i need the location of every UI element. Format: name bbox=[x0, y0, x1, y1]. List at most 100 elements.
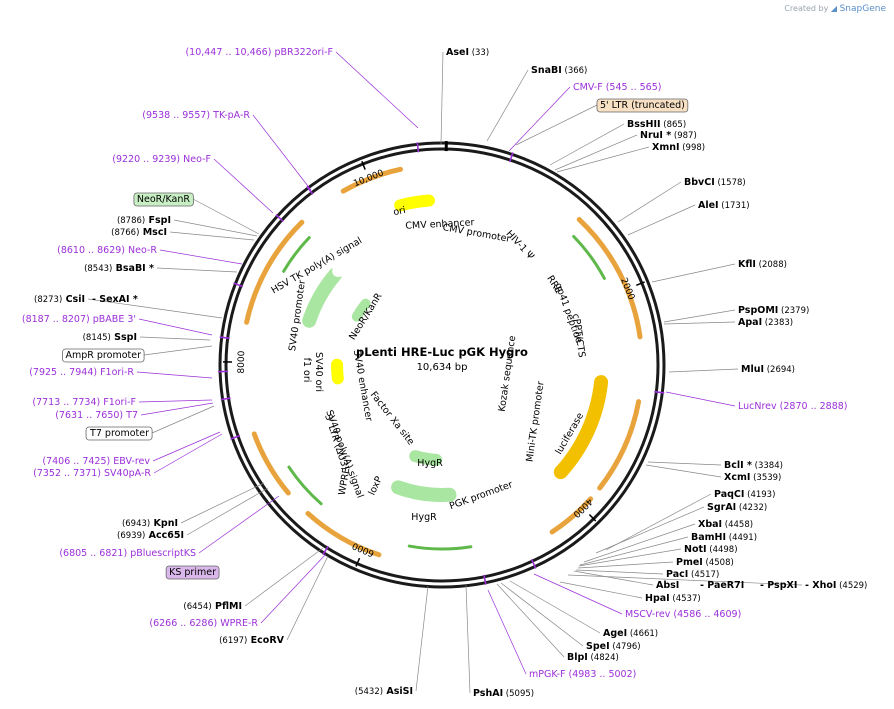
arc-ori bbox=[394, 194, 435, 212]
pbluescriptks-name: pBluescriptKS bbox=[127, 548, 196, 559]
noti-coord: (4498) bbox=[707, 545, 738, 555]
arc-ltr-region bbox=[251, 431, 291, 496]
enzyme-msci: (8766) MscI bbox=[111, 227, 167, 238]
paer7i-name: - PaeR7I bbox=[700, 580, 744, 591]
enzyme-noti: NotI (4498) bbox=[684, 544, 738, 555]
feature-label-5-ltr-truncated: 5' LTR (truncated) bbox=[600, 100, 685, 111]
xbai-leader bbox=[583, 523, 696, 563]
absi-leader bbox=[573, 570, 654, 586]
asisi-name: AsiSI bbox=[383, 686, 413, 697]
ring-tick-0 bbox=[361, 160, 366, 170]
5-ltr-truncated-leader bbox=[515, 104, 598, 146]
xcmi-leader bbox=[645, 464, 722, 478]
hpai-coord: (4537) bbox=[670, 594, 701, 604]
neor-kanr-name: NeoR/KanR bbox=[137, 194, 190, 205]
backbone-outer bbox=[218, 141, 666, 589]
bsshii-coord: (865) bbox=[661, 120, 687, 130]
noti-leader bbox=[578, 548, 682, 567]
enzyme-asei: AseI (33) bbox=[446, 47, 489, 58]
feature-label-neor-kanr: NeoR/KanR bbox=[137, 194, 190, 205]
lucnrev-leader bbox=[665, 391, 736, 407]
primer-pbabe-3: (8187 .. 8207) pBABE 3' bbox=[22, 314, 136, 325]
sexai-name: - SexAI * bbox=[92, 294, 138, 305]
feature-label-box-ampr-promoter bbox=[62, 348, 145, 363]
pbr322ori-f-name: pBR322ori-F bbox=[271, 47, 333, 58]
arc-green-2 bbox=[407, 544, 473, 551]
pshai-coord: (5095) bbox=[503, 689, 534, 699]
hpai-leader bbox=[559, 581, 643, 599]
kpni-coord: (6943) bbox=[122, 519, 150, 529]
ebv-rev-coord: (7406 .. 7425) bbox=[42, 456, 110, 467]
enzyme-blpi: BlpI (4824) bbox=[567, 652, 619, 663]
sv40pa-r-coord: (7352 .. 7371) bbox=[33, 468, 101, 479]
sgrai-coord: (4232) bbox=[736, 503, 767, 513]
enzyme-asisi: (5432) AsiSI bbox=[355, 686, 413, 697]
kfli-name: KflI bbox=[738, 259, 756, 270]
enzyme-nrui: NruI * (987) bbox=[640, 130, 697, 141]
enzyme-xhoi: - XhoI (4529) bbox=[805, 580, 867, 591]
plasmid-name: pLenti HRE-Luc pGK Hygro bbox=[356, 345, 528, 359]
arc-sv40-promoter bbox=[302, 267, 342, 328]
primer-mscv-rev: MSCV-rev (4586 .. 4609) bbox=[625, 609, 741, 620]
xbai-name: XbaI bbox=[698, 519, 722, 530]
agei-coord: (4661) bbox=[627, 629, 658, 639]
mlui-name: MluI bbox=[741, 364, 764, 375]
feature-label-box-t7-promoter bbox=[85, 426, 153, 441]
f1ori-r-name: F1ori-R bbox=[97, 367, 134, 378]
noti-name: NotI bbox=[684, 544, 707, 555]
enzyme-ecorv: (6197) EcoRV bbox=[219, 635, 285, 646]
neo-r-name: Neo-R bbox=[125, 245, 157, 256]
enzyme-mlui: MluI (2694) bbox=[741, 364, 795, 375]
enzyme-sspi: (8145) SspI bbox=[83, 332, 137, 343]
cmv-f-coord: (545 .. 565) bbox=[603, 82, 662, 93]
arc-hsv-tk bbox=[332, 237, 379, 278]
apai-leader bbox=[663, 321, 736, 325]
credit-prefix: Created by bbox=[784, 4, 829, 13]
bsabi-name: BsaBI * bbox=[112, 263, 154, 274]
pmei-name: PmeI bbox=[676, 557, 703, 568]
arc-insert-region bbox=[549, 496, 594, 535]
pspomi-leader bbox=[663, 309, 736, 323]
pshai-name: PshAI bbox=[473, 688, 503, 699]
inner-feature-sv40-enhancer-18: SV40 enhancer bbox=[351, 349, 374, 422]
enzyme-bcli: BclI * (3384) bbox=[724, 460, 783, 471]
absi-name: AbsI bbox=[656, 580, 679, 591]
primer-neo-r: (8610 .. 8629) Neo-R bbox=[57, 245, 157, 256]
feature-label-ampr-promoter: AmpR promoter bbox=[66, 350, 142, 361]
enzyme-snabi: SnaBI (366) bbox=[531, 65, 587, 76]
feature-label-ks-primer: KS primer bbox=[169, 567, 216, 578]
sv40pa-r-name: SV40pA-R bbox=[101, 468, 151, 479]
lucnrev-coord: (2870 .. 2888) bbox=[777, 401, 848, 412]
label-leaders bbox=[87, 51, 803, 694]
ring-tick-2 bbox=[588, 514, 597, 522]
mscv-rev-name: MSCV-rev bbox=[625, 609, 671, 620]
spei-coord: (4796) bbox=[610, 642, 641, 652]
bsabi-coord: (8543) bbox=[84, 264, 112, 274]
xmni-leader bbox=[556, 146, 650, 173]
apai-name: ApaI bbox=[738, 317, 762, 328]
lucnrev-name: LucNrev bbox=[738, 401, 777, 412]
feature-label-box-ks-primer bbox=[165, 565, 220, 580]
wpre-r-leader bbox=[260, 553, 327, 624]
paqci-coord: (4193) bbox=[744, 490, 775, 500]
inner-feature-cmv-enhancer-1: CMV enhancer bbox=[405, 217, 475, 232]
f1ori-f-coord: (7713 .. 7734) bbox=[32, 397, 100, 408]
fspi-name: FspI bbox=[145, 215, 171, 226]
enzyme-acc65i: (6939) Acc65I bbox=[117, 530, 184, 541]
sspi-leader bbox=[139, 336, 211, 341]
enzyme-bsabi: (8543) BsaBI * bbox=[84, 263, 154, 274]
pbabe-3-coord: (8187 .. 8207) bbox=[22, 314, 90, 325]
ring-tick-label-1: 2000 bbox=[618, 277, 636, 302]
neor-kanr-leader bbox=[192, 198, 260, 235]
xhoi-coord: (4529) bbox=[836, 581, 867, 591]
pbabe-3-name: pBABE 3' bbox=[90, 314, 136, 325]
mscv-rev-leader bbox=[533, 573, 623, 615]
arc-green-4 bbox=[282, 236, 311, 273]
primer-lucnrev: LucNrev (2870 .. 2888) bbox=[738, 401, 848, 412]
blpi-leader bbox=[496, 583, 565, 658]
enzyme-kfli: KflI (2088) bbox=[738, 259, 787, 270]
ebv-rev-name: EBV-rev bbox=[110, 456, 150, 467]
snabi-leader bbox=[486, 69, 529, 142]
